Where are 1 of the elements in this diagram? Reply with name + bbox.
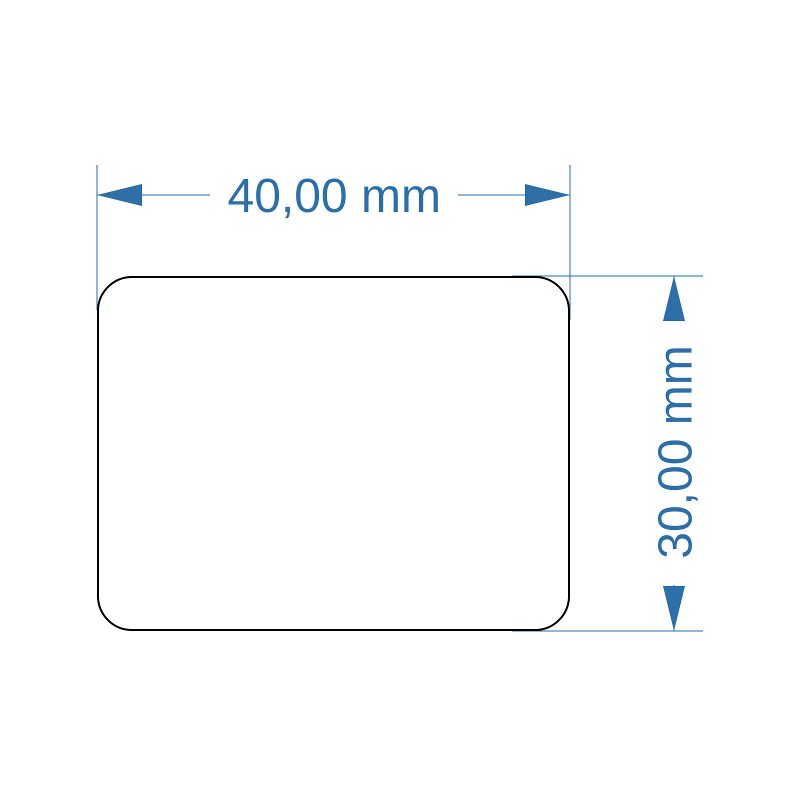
rounded-rectangle	[97, 276, 570, 631]
